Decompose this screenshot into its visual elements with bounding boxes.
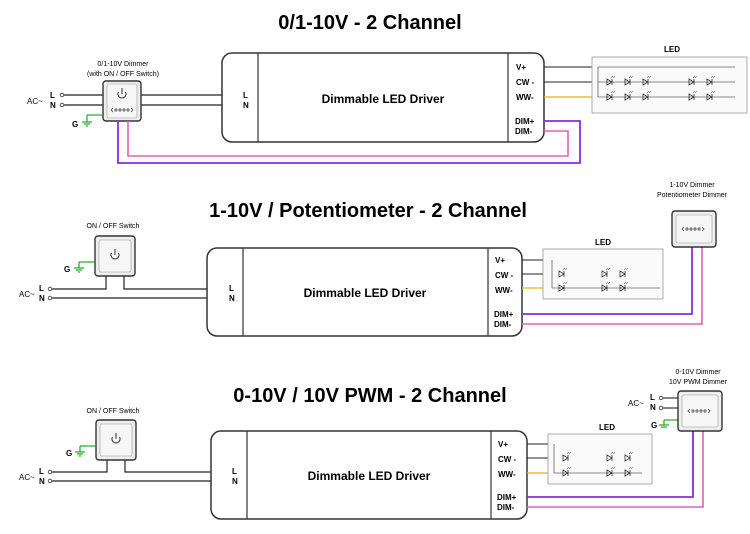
- power-icon: [110, 249, 120, 260]
- led-strip: [547, 433, 653, 485]
- dimmer-knob-icon: [110, 107, 134, 113]
- n-label: N: [39, 294, 45, 303]
- g-label: G: [64, 265, 70, 274]
- l-label: L: [39, 284, 44, 293]
- wire-dim-plus: [522, 247, 693, 315]
- ac-label: AC~: [27, 97, 43, 106]
- wire-dim-plus: [117, 120, 581, 164]
- vplus-label: V+: [495, 256, 505, 265]
- ww-label: WW-: [495, 286, 513, 295]
- diagram-2-title: 1-10V / Potentiometer - 2 Channel: [209, 200, 527, 222]
- driver-n: N: [232, 477, 238, 486]
- ac-label: AC~: [19, 473, 35, 482]
- led-strip: [591, 56, 748, 114]
- led-driver: [206, 247, 523, 337]
- wire-dim-minus: [127, 121, 569, 157]
- wire-l-out: [123, 276, 207, 290]
- diagram-3: 0-10V / 10V PWM - 2 Channel ON / OFF Swi…: [19, 369, 728, 520]
- driver-name: Dimmable LED Driver: [308, 469, 431, 483]
- terminal-l: [59, 92, 65, 98]
- ac-label: AC~: [19, 290, 35, 299]
- wire-dim-plus: [527, 431, 694, 498]
- dimminus-label: DIM-: [497, 503, 515, 512]
- dimplus-label: DIM+: [497, 493, 517, 502]
- dimmer-l-label: L: [650, 393, 655, 402]
- power-icon: [117, 88, 127, 99]
- cw-label: CW -: [495, 271, 514, 280]
- dimmer-knob-icon: [681, 226, 705, 232]
- dimmer-knob-icon: [687, 408, 711, 414]
- g-label: G: [66, 449, 72, 458]
- driver-name: Dimmable LED Driver: [322, 92, 445, 106]
- vplus-label: V+: [516, 63, 526, 72]
- driver-n: N: [243, 101, 249, 110]
- dimmer-label-sub: Potentiometer Dimmer: [657, 192, 728, 199]
- dimminus-label: DIM-: [494, 320, 512, 329]
- diagram-1-title: 0/1-10V - 2 Channel: [278, 12, 461, 34]
- ground-icon: [659, 419, 678, 428]
- switch-label: ON / OFF Switch: [87, 223, 140, 230]
- n-label: N: [39, 477, 45, 486]
- terminal-l: [47, 469, 53, 475]
- led-label: LED: [595, 238, 611, 247]
- dimmer-label: 0/1-10V Dimmer: [98, 61, 150, 68]
- ww-label: WW-: [498, 470, 516, 479]
- vplus-label: V+: [498, 440, 508, 449]
- terminal-l: [47, 286, 53, 292]
- driver-l: L: [243, 91, 248, 100]
- l-label: L: [39, 467, 44, 476]
- driver-name: Dimmable LED Driver: [304, 286, 427, 300]
- diagram-1: 0/1-10V - 2 Channel 0/1-10V Dimmer (with…: [27, 12, 748, 164]
- dimmer-ac-label: AC~: [628, 399, 644, 408]
- wire-dim-minus: [527, 431, 704, 508]
- g-label: G: [72, 120, 78, 129]
- cw-label: CW -: [516, 78, 535, 87]
- driver-l: L: [232, 467, 237, 476]
- dimminus-label: DIM-: [515, 127, 533, 136]
- dimmer-label-sub: (with ON / OFF Switch): [87, 71, 159, 78]
- dimplus-label: DIM+: [494, 310, 514, 319]
- terminal-n: [59, 102, 65, 108]
- led-label: LED: [599, 423, 615, 432]
- wire-dim-minus: [522, 247, 703, 325]
- dimmer-label: 1-10V Dimmer: [669, 182, 715, 189]
- driver-n: N: [229, 294, 235, 303]
- dimmer-g-label: G: [651, 421, 657, 430]
- wire-l-in: [52, 276, 107, 290]
- diagram-2: 1-10V / Potentiometer - 2 Channel ON / O…: [19, 182, 728, 337]
- l-label: L: [50, 91, 55, 100]
- driver-l: L: [229, 284, 234, 293]
- dimmer-label: 0-10V Dimmer: [675, 369, 721, 376]
- dimmer-n-label: N: [650, 403, 656, 412]
- dimplus-label: DIM+: [515, 117, 535, 126]
- terminal-n: [47, 295, 53, 301]
- cw-label: CW -: [498, 455, 517, 464]
- led-strip: [542, 248, 664, 300]
- dimmer-label-sub: 10V PWM Dimmer: [669, 379, 728, 386]
- diagram-3-title: 0-10V / 10V PWM - 2 Channel: [233, 385, 506, 407]
- terminal-n: [47, 478, 53, 484]
- wire-l-in: [52, 460, 108, 473]
- power-icon: [111, 433, 121, 444]
- ground-icon: [75, 445, 96, 457]
- switch-label: ON / OFF Switch: [87, 408, 140, 415]
- led-label: LED: [664, 45, 680, 54]
- ground-icon: [82, 114, 103, 127]
- wire-l-out: [124, 460, 211, 473]
- ww-label: WW-: [516, 93, 534, 102]
- n-label: N: [50, 101, 56, 110]
- ground-icon: [74, 261, 95, 273]
- led-driver: [210, 430, 528, 520]
